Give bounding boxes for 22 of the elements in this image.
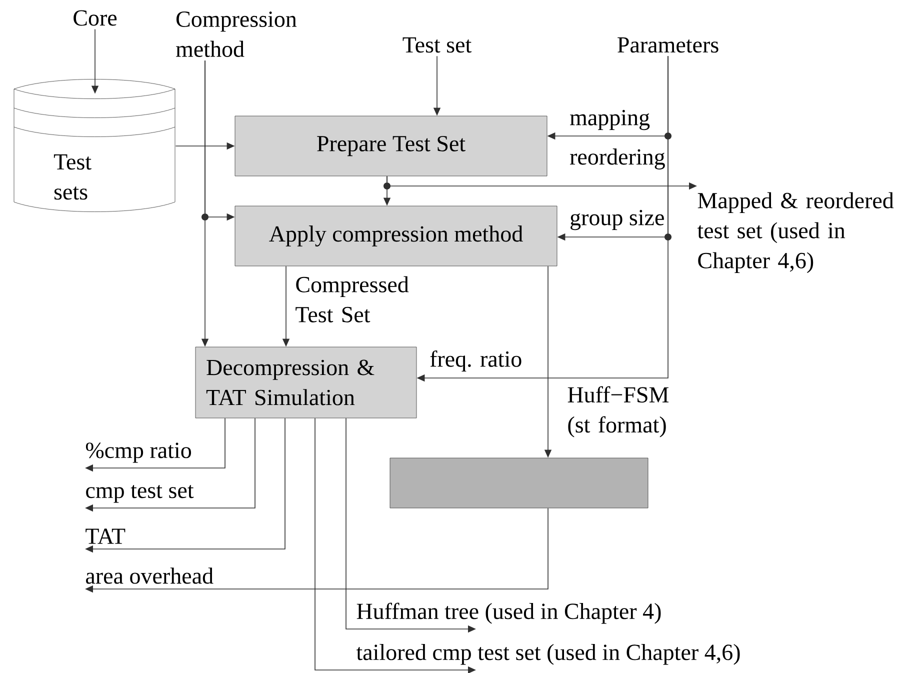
edge-label: freq. ratio	[430, 350, 522, 372]
input-label: Parameters	[618, 37, 718, 53]
output-label: tailored cmp test set (used in Chapter 4,6)	[356, 644, 740, 665]
input-label: Core	[74, 10, 117, 26]
output-label: Huffman tree (used in Chapter 4)	[356, 602, 661, 624]
output-label: %cmp ratio	[86, 442, 191, 463]
edge-label: group size	[570, 210, 664, 230]
output-label: area overhead	[86, 568, 214, 584]
output-label: TAT	[86, 528, 126, 544]
edge-label: Compressed Test Set	[296, 276, 409, 322]
output-label: cmp test set	[86, 484, 194, 503]
process-box: Prepare Test Set	[234, 116, 548, 176]
process-box: Decompression & TAT Simulation	[195, 346, 417, 418]
input-label: Compression method	[176, 12, 297, 57]
process-box	[390, 458, 648, 508]
edge-label: mapping	[570, 110, 650, 130]
process-box: Apply compression method	[234, 206, 558, 266]
input-label: Mapped & reordered test set (used in Chapter 4,6)	[697, 192, 894, 274]
edge-label: Huff−FSM (st format)	[568, 386, 669, 438]
parameter-label: reordering	[570, 148, 665, 170]
input-label: Test set	[402, 37, 472, 53]
database-cylinder: Test sets	[14, 79, 176, 212]
